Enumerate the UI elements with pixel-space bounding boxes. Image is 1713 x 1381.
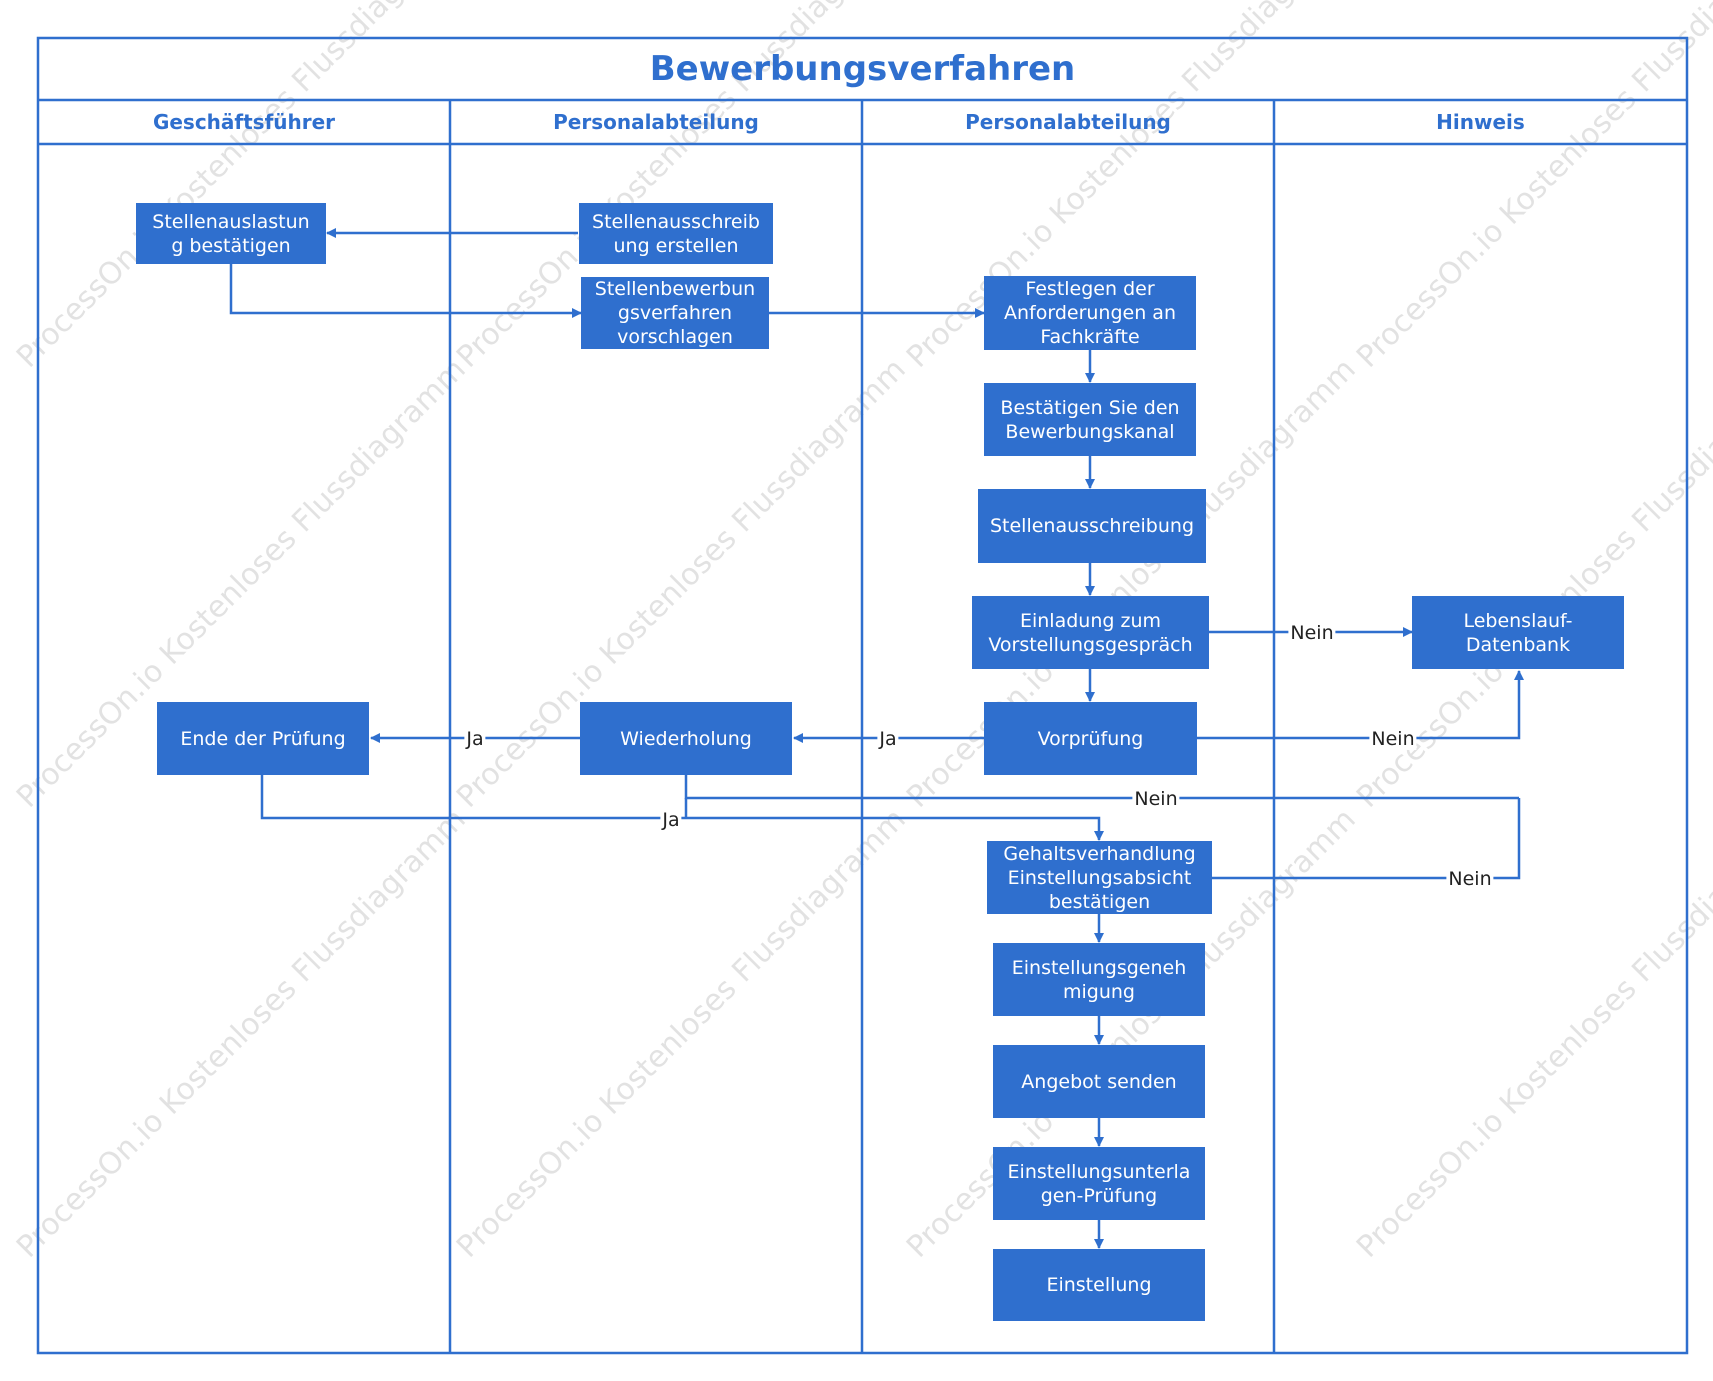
node-stellenausschreibung[interactable]: Stellenausschreibung: [978, 489, 1206, 563]
lane-header-personalabteilung-1: Personalabteilung: [553, 110, 759, 134]
node-lebenslauf-datenbank[interactable]: Lebenslauf- Datenbank: [1412, 596, 1624, 669]
edge-label-ja: Ja: [464, 728, 486, 750]
node-einstellungsunterlagen-pruefung[interactable]: Einstellungsunterla gen-Prüfung: [993, 1147, 1205, 1220]
node-festlegen-anforderungen[interactable]: Festlegen der Anforderungen an Fachkräft…: [984, 276, 1196, 350]
node-einstellungsgenehmigung[interactable]: Einstellungsgeneh migung: [993, 943, 1205, 1016]
edge-label-nein: Nein: [1369, 728, 1417, 750]
node-wiederholung[interactable]: Wiederholung: [580, 702, 792, 775]
diagram-title: Bewerbungsverfahren: [649, 49, 1076, 89]
lane-header-geschaeftsfuehrer: Geschäftsführer: [152, 110, 336, 134]
edge-n12-n8: [1212, 798, 1521, 880]
edge-label-ja: Ja: [877, 728, 899, 750]
node-stellenausschreibung-erstellen[interactable]: Stellenausschreib ung erstellen: [579, 203, 773, 264]
edge-label-nein: Nein: [1446, 868, 1494, 890]
node-angebot-senden[interactable]: Angebot senden: [993, 1045, 1205, 1118]
node-vorpruefung[interactable]: Vorprüfung: [984, 702, 1197, 775]
node-einstellung[interactable]: Einstellung: [993, 1249, 1205, 1321]
node-stellenauslastung-bestaetigen[interactable]: Stellenauslastun g bestätigen: [136, 203, 326, 264]
edge-label-nein: Nein: [1132, 788, 1180, 810]
edge-n1-n3: [229, 264, 582, 318]
edge-n9-n8: [1197, 670, 1524, 740]
edge-label-nein: Nein: [1288, 622, 1336, 644]
lane-header-personalabteilung-2: Personalabteilung: [965, 110, 1171, 134]
node-stellenbewerbungsverfahren-vorschlagen[interactable]: Stellenbewerbun gsverfahren vorschlagen: [581, 277, 769, 349]
edge-label-ja: Ja: [660, 809, 682, 831]
node-ende-der-pruefung[interactable]: Ende der Prüfung: [157, 702, 369, 775]
lane-header-hinweis: Hinweis: [1436, 110, 1525, 134]
node-gehaltsverhandlung[interactable]: Gehaltsverhandlung Einstellungsabsicht b…: [987, 841, 1212, 914]
edge-n10-n8: [684, 775, 1519, 800]
node-bewerbungskanal-bestaetigen[interactable]: Bestätigen Sie den Bewerbungskanal: [984, 383, 1196, 456]
node-einladung-vorstellungsgespraech[interactable]: Einladung zum Vorstellungsgespräch: [972, 596, 1209, 669]
